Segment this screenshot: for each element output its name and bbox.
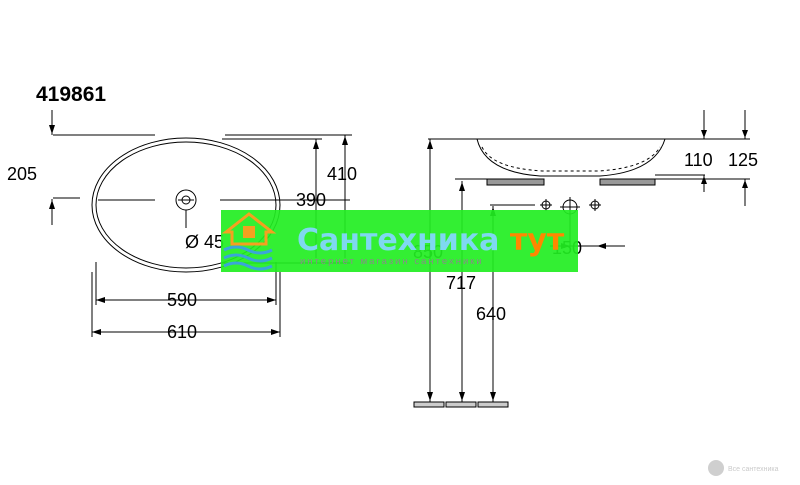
basin-outline-outer — [91, 137, 281, 273]
watermark-banner: Сантехника тут интернет магазин сантехни… — [221, 210, 578, 272]
floor-line — [413, 401, 509, 408]
drain-symbol — [175, 189, 197, 211]
label-205: 205 — [7, 164, 37, 184]
watermark-title: Сантехника тут — [297, 223, 565, 258]
label-610: 610 — [167, 322, 197, 342]
label-717: 717 — [446, 273, 476, 293]
dimension-610 — [91, 272, 281, 337]
watermark-title-part1: Сантехника — [297, 223, 510, 258]
label-640: 640 — [476, 304, 506, 324]
model-number: 419861 — [36, 83, 106, 106]
side-view — [413, 110, 750, 408]
dimension-110 — [701, 110, 707, 192]
corner-watermark: Все сантехника — [708, 460, 779, 476]
basin-profile-outer — [476, 138, 666, 177]
dimension-205 — [49, 110, 80, 225]
label-110: 110 — [684, 150, 713, 170]
label-125: 125 — [728, 150, 758, 170]
basin-profile-inner — [481, 146, 661, 172]
water-fittings — [490, 197, 601, 250]
watermark-subtitle: интернет магазин сантехники — [300, 256, 484, 267]
house-logo-icon — [221, 212, 277, 271]
label-drain-diameter: Ø 45 — [185, 232, 224, 252]
countertop-hatch — [455, 174, 705, 186]
dimension-590 — [95, 262, 277, 305]
label-390: 390 — [296, 190, 326, 210]
dimension-125 — [705, 110, 750, 206]
label-590: 590 — [167, 290, 197, 310]
corner-watermark-text: Все сантехника — [728, 466, 779, 473]
watermark-title-part2: тут — [510, 223, 565, 258]
basin-outline-inner — [95, 141, 277, 269]
label-410: 410 — [327, 164, 357, 184]
